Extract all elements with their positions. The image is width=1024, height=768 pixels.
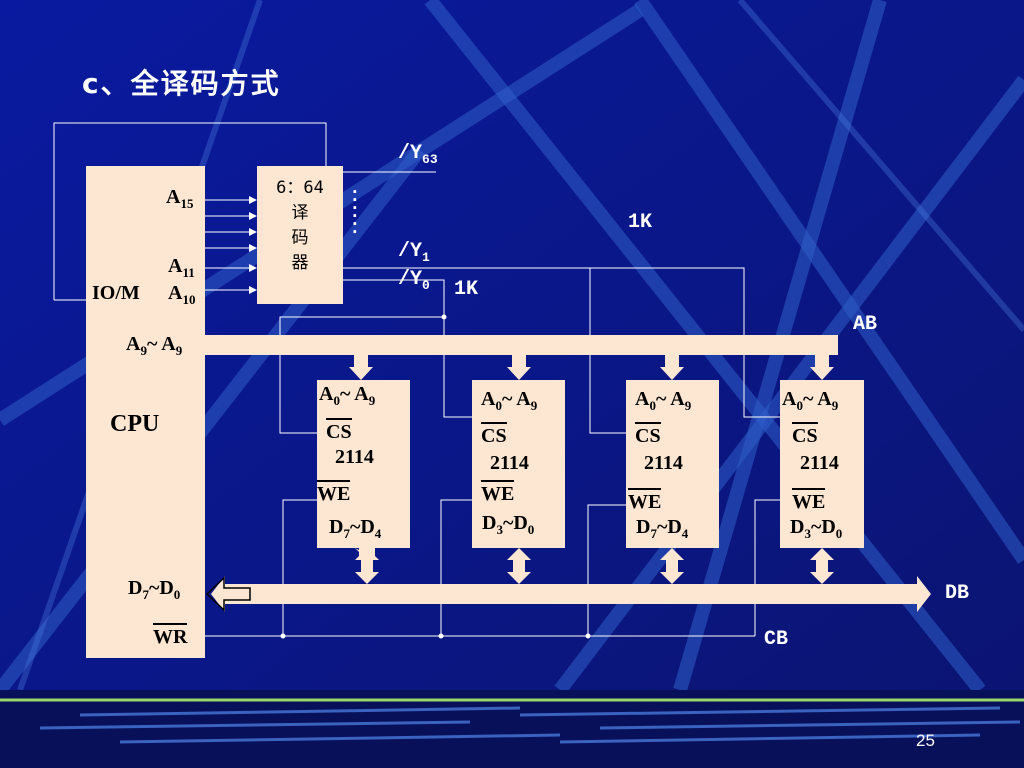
output-y63: /Y63 — [398, 142, 438, 167]
chip1-cs-wire — [443, 317, 472, 418]
size-label-1k-upper: 1K — [628, 211, 653, 234]
chip0-cs-wire — [279, 316, 444, 434]
slide-title: c、全译码方式 — [82, 67, 281, 100]
pin-a15: A15 — [166, 186, 194, 211]
address-bus — [205, 335, 838, 380]
memory-chip-2114: A0~ A9 CS 2114 WE D3~D0 — [472, 380, 565, 548]
cb-label: CB — [764, 628, 789, 651]
ab-label: AB — [853, 313, 878, 336]
cpu-block — [86, 166, 205, 658]
memory-chip-2114: A0~ A9 CS 2114 WE D3~D0 — [780, 380, 864, 548]
pin-a10: A10 — [168, 282, 196, 307]
y0-wire — [343, 279, 445, 317]
memory-chip-2114: A0~ A9 CS 2114 WE D7~D4 — [626, 380, 719, 548]
page-number: 25 — [916, 731, 935, 750]
output-y0: /Y0 — [398, 268, 430, 293]
data-bus — [205, 548, 931, 612]
size-label-1k-lower: 1K — [454, 278, 479, 301]
memory-chip-2114: A0~ A9 CS 2114 WE D7~D4 — [317, 380, 410, 548]
pin-iom: IO/M — [92, 282, 140, 304]
pin-a11: A11 — [168, 255, 195, 280]
cpu-label: CPU — [110, 411, 160, 437]
decoder-label: 6：64 译 码 器 — [276, 178, 324, 273]
pin-wr: WR — [153, 623, 188, 649]
pin-d7-d0: D7~D0 — [128, 577, 181, 602]
pin-a9-a9: A9~ A9 — [126, 333, 183, 358]
db-label: DB — [945, 582, 970, 605]
decoder-block — [257, 166, 343, 304]
output-y1: /Y1 — [398, 240, 430, 265]
io-m-loop-wire — [53, 122, 327, 300]
decoder-dots: ······ — [350, 182, 360, 241]
